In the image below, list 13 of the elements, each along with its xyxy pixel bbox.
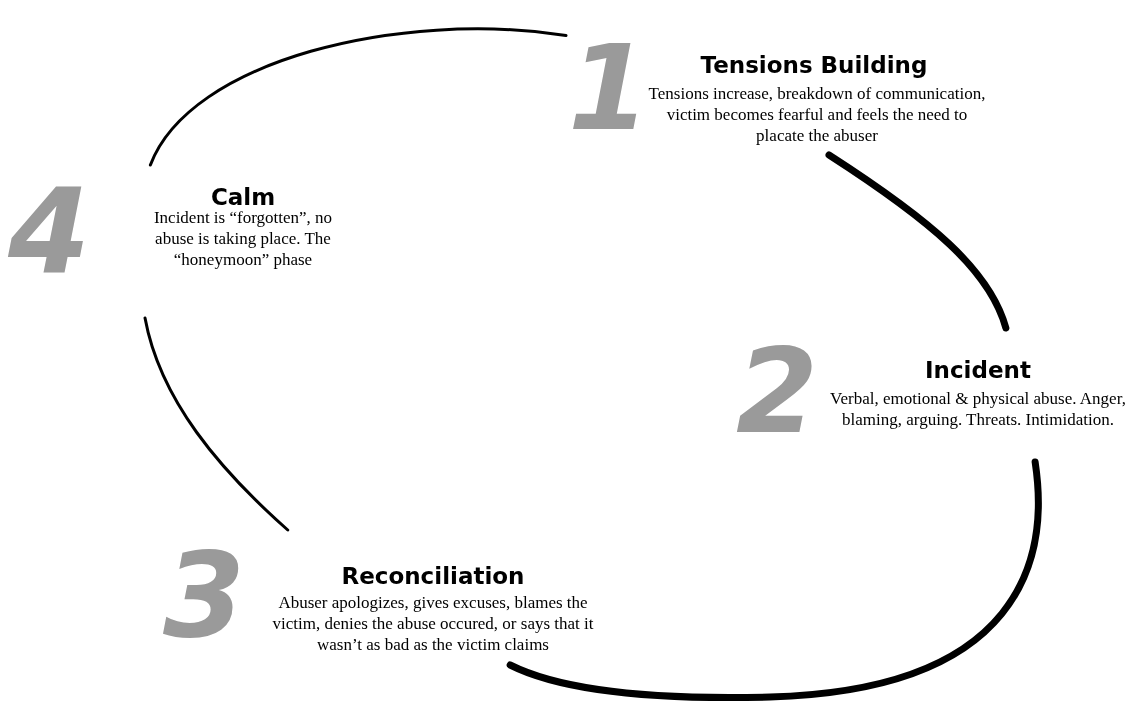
stage-heading: Incident: [924, 358, 1032, 384]
cycle-arc: [148, 27, 568, 167]
stage-description: Verbal, emotional & physical abuse. Anger, blaming, arguing. Threats. Intimidation.: [830, 388, 1126, 430]
stage-number: 4: [8, 173, 91, 291]
stage-number: 3: [163, 536, 246, 654]
stage-description: Abuser apologizes, gives excuses, blames the victim, denies the abuse occured, or says that it wasn’t as bad as the victim claims: [271, 592, 595, 655]
cycle-arc: [143, 316, 290, 532]
stage-heading: Reconciliation: [340, 564, 526, 590]
stage-number: 2: [736, 332, 819, 450]
cycle-arc: [825, 151, 1010, 332]
stage-description: Tensions increase, breakdown of communication, victim becomes fearful and feels the need to placate the abuser: [647, 83, 987, 146]
stage-heading: Tensions Building: [699, 53, 929, 79]
cycle-arc: [506, 458, 1042, 701]
